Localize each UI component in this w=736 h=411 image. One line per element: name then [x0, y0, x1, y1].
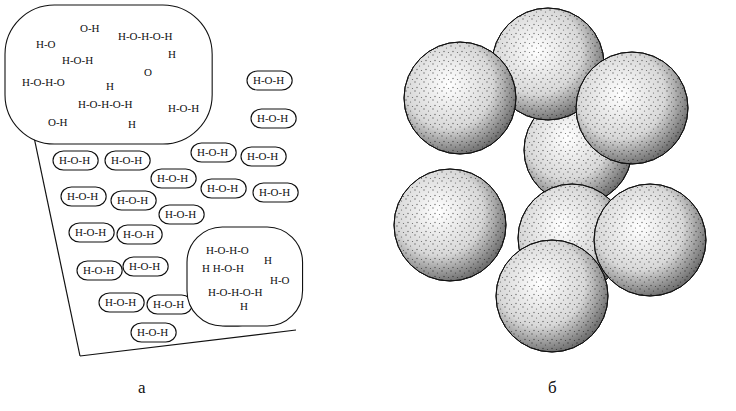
formula-text: H-O-H: [62, 54, 93, 67]
panel-letter: а: [138, 378, 146, 398]
formula-text: H-O-H: [190, 143, 235, 162]
water-molecule: H-O-H: [104, 150, 151, 171]
water-molecule: H-O-H: [122, 256, 169, 277]
formula-text: H-O-H: [122, 257, 167, 276]
sphere: [496, 240, 608, 352]
water-molecule: H-O-H: [146, 294, 193, 315]
formula-text: H H-O-H: [202, 262, 244, 275]
sphere: [404, 42, 516, 154]
formula-text: H-O-H: [98, 293, 143, 312]
panel-letter: б: [548, 378, 557, 398]
formula-text: H-O-H: [240, 147, 285, 166]
water-molecule: H-O-H: [150, 168, 197, 189]
sphere-packing: [394, 8, 706, 352]
formula-text: H: [264, 254, 272, 267]
water-molecule: H-O-H: [130, 322, 177, 343]
formula-text: H-O-H-O-H: [208, 286, 262, 299]
sphere: [576, 52, 688, 164]
formula-text: H-O-H-O: [206, 244, 249, 257]
water-molecule: H-O-H: [246, 70, 293, 91]
formula-text: H-O: [270, 274, 290, 287]
water-molecule: H-O-H: [190, 142, 237, 163]
cluster-outline: [4, 4, 213, 145]
water-molecule: H-O-H: [200, 178, 247, 199]
water-molecule: H-O-H: [158, 204, 205, 225]
formula-text: H-O-H-O-H: [78, 98, 132, 111]
formula-text: H-O-H: [146, 295, 191, 314]
formula-text: H-O-H: [200, 179, 245, 198]
formula-text: H: [240, 300, 248, 313]
formula-text: H-O-H-O-H: [118, 30, 172, 43]
formula-text: H: [128, 118, 136, 131]
formula-text: H-O-H: [60, 187, 105, 206]
formula-text: H-O-H: [104, 151, 149, 170]
formula-text: O-H: [48, 116, 68, 129]
water-molecule: H-O-H: [116, 224, 163, 245]
formula-text: H-O-H-O: [22, 76, 65, 89]
formula-text: H: [106, 80, 114, 93]
formula-text: H: [168, 48, 176, 61]
water-molecule: H-O-H: [68, 222, 115, 243]
formula-text: H-O-H: [168, 102, 199, 115]
formula-text: H-O-H: [130, 323, 175, 342]
water-molecule: H-O-H: [52, 150, 99, 171]
formula-text: O-H: [80, 22, 100, 35]
formula-text: H-O-H: [246, 71, 291, 90]
formula-text: H-O-H: [252, 183, 297, 202]
formula-text: H-O-H: [150, 169, 195, 188]
formula-text: H-O-H: [68, 223, 113, 242]
formula-text: H-O-H: [110, 191, 155, 210]
water-molecule: H-O-H: [240, 146, 287, 167]
formula-text: H-O-H: [76, 261, 121, 280]
formula-text: O: [144, 66, 152, 79]
water-cluster: O-H H-O-H-O-H H-O H H-O-H O H-O-H-O H H-O-H-O-H H…: [4, 4, 213, 145]
formula-text: H-O-H: [250, 109, 295, 128]
formula-text: H-O-H: [52, 151, 97, 170]
water-molecule: H-O-H: [252, 182, 299, 203]
water-molecule: H-O-H: [98, 292, 145, 313]
formula-text: H-O: [36, 38, 56, 51]
water-molecule: H-O-H: [110, 190, 157, 211]
sphere: [394, 169, 506, 281]
water-molecule: H-O-H: [60, 186, 107, 207]
formula-text: H-O-H: [158, 205, 203, 224]
formula-text: H-O-H: [116, 225, 161, 244]
water-molecule: H-O-H: [76, 260, 123, 281]
water-cluster: H-O-H-OHH H-O-HH-OH-O-H-O-HH: [186, 226, 304, 327]
water-molecule: H-O-H: [250, 108, 297, 129]
sphere: [594, 184, 706, 296]
